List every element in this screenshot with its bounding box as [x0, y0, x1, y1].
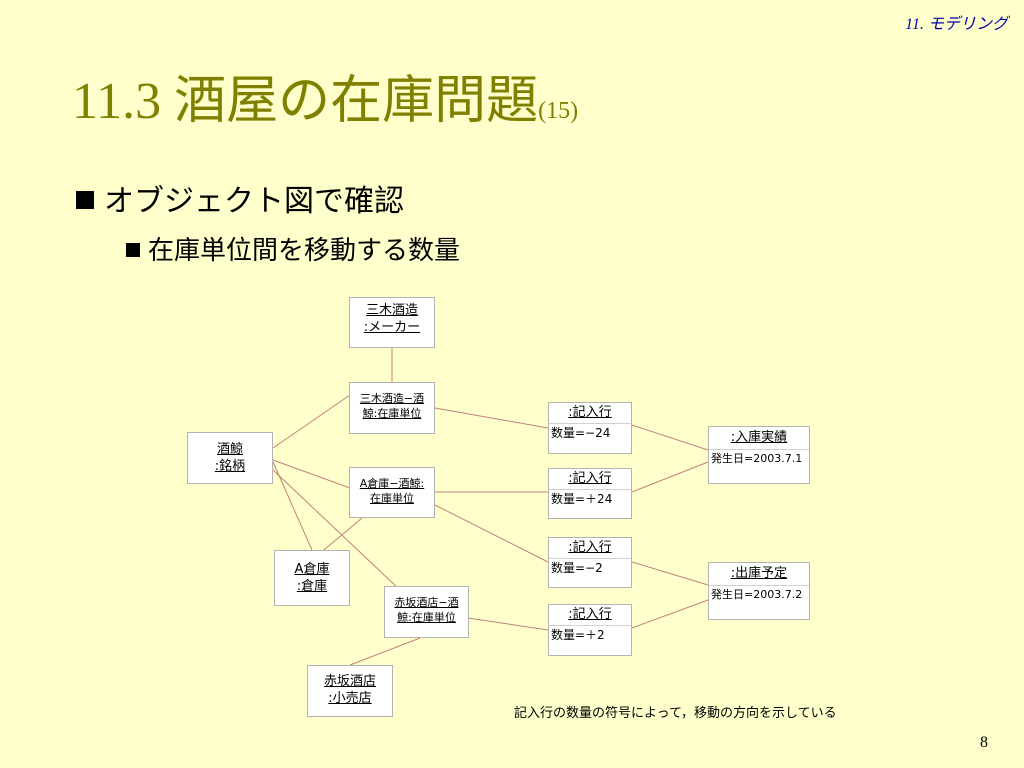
object-entry-1: :記入行 数量=−24: [548, 402, 632, 454]
link-entry2-receipt: [631, 461, 709, 493]
square-bullet-icon: [126, 243, 140, 257]
object-entry-4-name: :記入行: [549, 605, 631, 626]
object-shipment-plan-name: :出庫予定: [709, 563, 809, 586]
object-a-warehouse: A倉庫 :倉庫: [274, 550, 350, 606]
link-astock-entry3: [434, 504, 549, 563]
bullet-level1: オブジェクト図で確認: [76, 176, 404, 220]
link-entry3-shipment: [631, 561, 709, 586]
object-entry-1-name: :記入行: [549, 403, 631, 424]
link-entry4-shipment: [631, 599, 709, 629]
link-entry1-receipt: [631, 424, 709, 451]
object-entry-3-attr: 数量=−2: [551, 561, 603, 575]
object-sake-brand-line2: :銘柄: [214, 459, 246, 474]
object-a-warehouse-line2: :倉庫: [296, 579, 328, 594]
object-akasaka-shop-line1: 赤坂酒店: [323, 674, 376, 689]
object-miki-stock-unit: 三木酒造−酒 鯨:在庫単位: [349, 382, 435, 434]
object-a-warehouse-line1: A倉庫: [294, 562, 330, 577]
object-entry-3: :記入行 数量=−2: [548, 537, 632, 588]
object-a-stock-unit: A倉庫−酒鯨: 在庫単位: [349, 467, 435, 518]
object-miki-maker-line2: :メーカー: [363, 320, 421, 335]
object-receipt-actual: :入庫実績 発生日=2003.7.1: [708, 426, 810, 484]
object-akasaka-stock-unit: 赤坂酒店−酒 鯨:在庫単位: [384, 586, 469, 638]
object-entry-2-attr: 数量=＋24: [551, 492, 613, 506]
object-akasaka-shop: 赤坂酒店 :小売店: [307, 665, 393, 717]
link-miki-entry1: [434, 407, 549, 429]
link-brand-miki: [272, 394, 351, 449]
link-brand-awarehouse: [272, 461, 313, 551]
object-miki-maker: 三木酒造 :メーカー: [349, 297, 435, 348]
page-number: 8: [980, 734, 988, 751]
chapter-label: 11. モデリング: [905, 16, 1008, 33]
link-brand-astock: [272, 459, 351, 489]
object-entry-1-attr: 数量=−24: [551, 426, 611, 440]
object-a-stock-line2: 在庫単位: [370, 492, 414, 505]
link-akasaka-shop: [349, 637, 421, 666]
object-akasaka-shop-line2: :小売店: [328, 691, 372, 706]
object-akasaka-stock-line1: 赤坂酒店−酒: [394, 596, 459, 609]
square-bullet-icon: [76, 191, 94, 209]
object-entry-2: :記入行 数量=＋24: [548, 468, 632, 519]
object-miki-maker-line1: 三木酒造: [365, 303, 418, 318]
slide-title-sub: (15): [538, 98, 579, 124]
bullet-level2-text: 在庫単位間を移動する数量: [148, 236, 461, 266]
object-entry-4-attr: 数量=＋2: [551, 628, 605, 642]
object-sake-brand-line1: 酒鯨: [216, 442, 243, 457]
bullet-level2: 在庫単位間を移動する数量: [126, 230, 460, 267]
object-miki-stock-line2: 鯨:在庫単位: [362, 407, 422, 420]
link-akasaka-entry4: [467, 617, 549, 631]
diagram-note: 記入行の数量の符号によって，移動の方向を示している: [514, 706, 837, 721]
object-entry-3-name: :記入行: [549, 538, 631, 559]
object-receipt-actual-attr: 発生日=2003.7.1: [711, 452, 803, 465]
object-akasaka-stock-line2: 鯨:在庫単位: [397, 611, 456, 624]
object-entry-2-name: :記入行: [549, 469, 631, 490]
link-brand-akasaka: [272, 469, 401, 591]
object-shipment-plan: :出庫予定 発生日=2003.7.2: [708, 562, 810, 620]
bullet-level1-text: オブジェクト図で確認: [104, 184, 404, 219]
object-receipt-actual-name: :入庫実績: [709, 427, 809, 450]
object-a-stock-line1: A倉庫−酒鯨:: [359, 477, 425, 490]
object-entry-4: :記入行 数量=＋2: [548, 604, 632, 656]
slide-title-main: 11.3 酒屋の在庫問題: [72, 73, 539, 130]
object-shipment-plan-attr: 発生日=2003.7.2: [711, 588, 803, 601]
slide-title: 11.3 酒屋の在庫問題(15): [72, 58, 578, 133]
object-sake-brand: 酒鯨 :銘柄: [187, 432, 273, 484]
object-miki-stock-line1: 三木酒造−酒: [359, 392, 425, 405]
